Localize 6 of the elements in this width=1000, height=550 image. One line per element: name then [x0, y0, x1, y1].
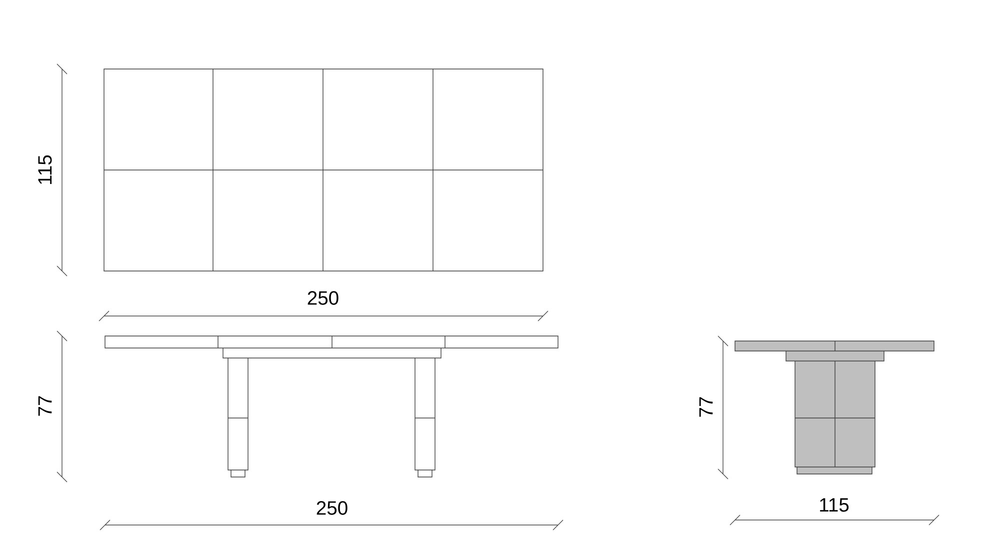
dimension-label: 115 [38, 155, 52, 184]
dimension-label: 250 [308, 291, 338, 305]
dimension-label: 77 [699, 397, 713, 417]
dimension-label: 250 [316, 501, 348, 515]
dimension-label: 77 [38, 396, 52, 416]
dimension-label: 115 [820, 498, 849, 512]
